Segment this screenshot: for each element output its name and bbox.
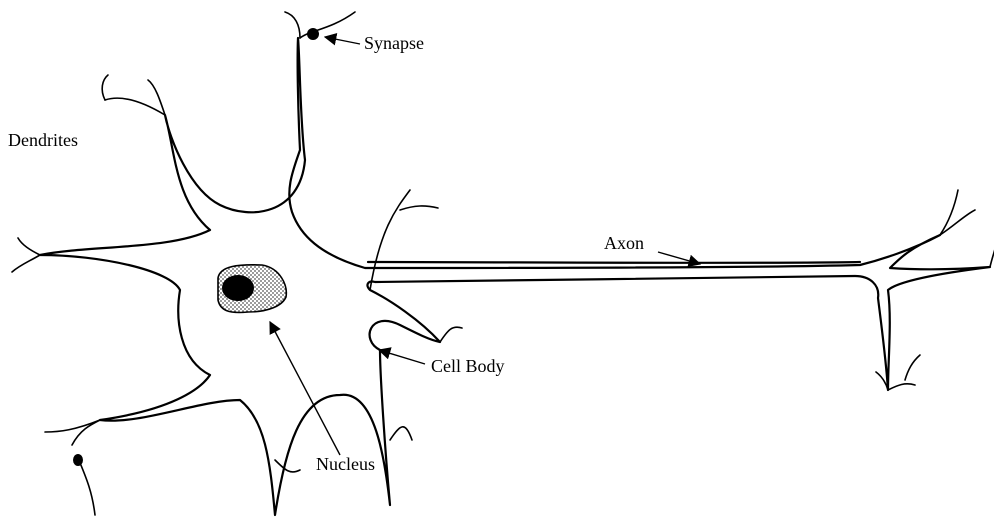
nucleus-label: Nucleus	[316, 455, 375, 473]
nucleus-arrow	[270, 322, 340, 455]
dendrite-branch	[102, 75, 108, 100]
dendrite-branch	[12, 255, 40, 272]
axon-label: Axon	[604, 234, 644, 252]
dendrite-branch	[440, 327, 462, 342]
synapse-knob-top	[307, 28, 319, 40]
dendrite-branch	[72, 420, 100, 445]
cell-body-outline	[40, 38, 990, 515]
dendrite-branch	[370, 190, 410, 290]
axon-terminal-branch	[990, 245, 994, 267]
axon-terminal-branch	[905, 355, 920, 380]
dendrite-branch	[400, 206, 438, 210]
axon-terminal-branch	[940, 210, 975, 235]
dendrite-branch	[45, 420, 100, 432]
dendrites-label: Dendrites	[8, 131, 78, 149]
cell-body-label: Cell Body	[431, 357, 505, 375]
dendrite-branch	[275, 460, 300, 472]
dendrite-branch	[78, 458, 95, 515]
cell-body-arrow	[379, 350, 425, 364]
synapse-arrow	[325, 37, 360, 44]
synapse-knob-bottom	[73, 454, 83, 466]
nucleolus	[222, 275, 254, 301]
axon-inner-line	[368, 262, 860, 263]
dendrite-branch	[18, 238, 40, 255]
dendrite-branch	[285, 12, 300, 38]
dendrite-branch	[105, 98, 165, 115]
synapse-label: Synapse	[364, 34, 424, 52]
dendrite-branch	[390, 427, 412, 440]
axon-terminal-branch	[888, 384, 915, 390]
